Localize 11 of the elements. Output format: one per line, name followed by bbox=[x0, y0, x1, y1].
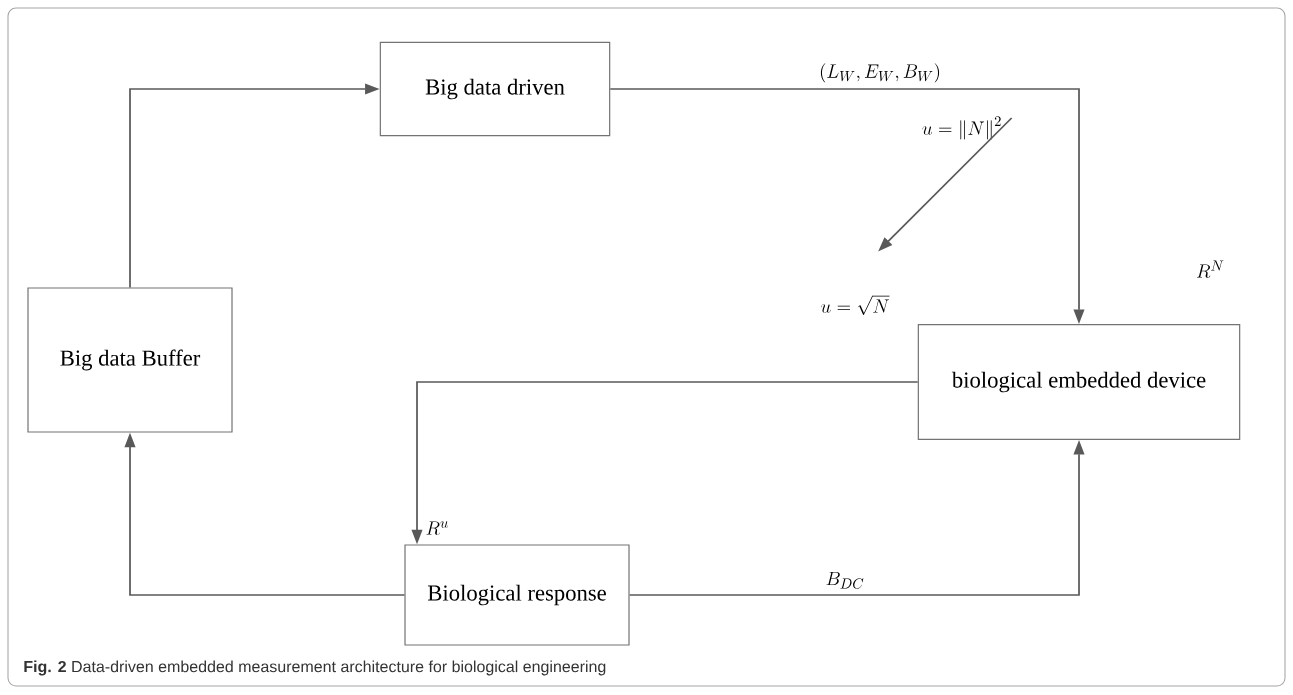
process-box: Big data Buffer bbox=[27, 287, 233, 433]
process-box: Biological response bbox=[404, 544, 630, 646]
formula-label: $u=\left\| N \right\|^{2}$ bbox=[922, 116, 1001, 140]
edge-label: $R^{u}$ bbox=[422, 518, 452, 538]
edge-label: $\left( L_{W}, E_{W}, B_{W} \right)$ bbox=[816, 60, 944, 86]
edge-label: $B_{DC}$ bbox=[822, 569, 868, 592]
caption: Fig. 2 Data-driven embedded measurement architecture for biological engineering bbox=[24, 660, 606, 676]
beside-label: $R^{N}$ bbox=[1196, 260, 1224, 278]
process-box: biological embedded device bbox=[917, 324, 1241, 440]
formula-label: $u=\sqrt{N}$ bbox=[821, 295, 890, 315]
process-box: Big data driven bbox=[379, 41, 611, 137]
